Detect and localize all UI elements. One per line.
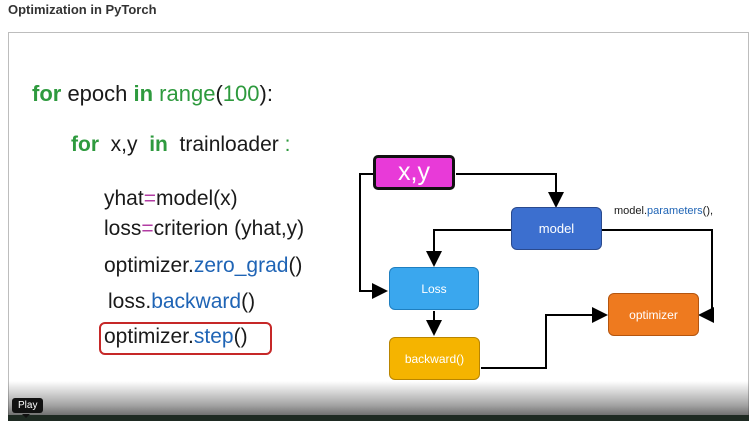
page-title: Optimization in PyTorch bbox=[8, 2, 157, 17]
node-backward-label: backward() bbox=[404, 351, 465, 366]
code-range-fn: range bbox=[153, 81, 216, 106]
step-highlight-box bbox=[99, 322, 272, 355]
diagram-arrows bbox=[359, 173, 714, 369]
code-equals: = bbox=[143, 187, 156, 210]
code-vars-xy: x,y bbox=[99, 133, 150, 156]
code-paren: () bbox=[233, 325, 248, 348]
node-xy-label: x,y bbox=[398, 158, 430, 186]
code-close-paren: ): bbox=[259, 81, 273, 106]
code-criterion-call: criterion (yhat,y) bbox=[153, 217, 305, 240]
video-progress-strip[interactable] bbox=[8, 415, 749, 421]
arrow-backward-to-optimizer bbox=[481, 307, 608, 369]
keyword-for: for bbox=[71, 133, 99, 156]
code-zero-grad-method: zero_grad bbox=[193, 254, 289, 277]
params-paren: (), bbox=[702, 205, 714, 217]
code-colon: : bbox=[284, 133, 291, 156]
code-var-epoch: epoch bbox=[61, 81, 134, 106]
node-optimizer: optimizer bbox=[608, 293, 699, 336]
code-step-method: step bbox=[193, 325, 234, 348]
play-tooltip: Play bbox=[12, 398, 44, 418]
code-line-step: optimizer.step() bbox=[104, 325, 248, 349]
code-loss-obj: loss. bbox=[108, 290, 152, 313]
code-model-call: model(x) bbox=[155, 187, 238, 210]
code-optimizer-obj: optimizer. bbox=[104, 325, 194, 348]
node-xy: x,y bbox=[373, 155, 455, 190]
node-loss-label: Loss bbox=[421, 281, 447, 296]
arrow-model-to-loss bbox=[426, 229, 511, 267]
keyword-in: in bbox=[149, 133, 168, 156]
code-line-backward: loss.backward() bbox=[108, 290, 255, 314]
code-loss: loss bbox=[104, 217, 142, 240]
arrow-xy-to-loss bbox=[359, 173, 388, 299]
code-line-for-epoch: for epoch in range(100): bbox=[32, 81, 273, 107]
code-trainloader: trainloader bbox=[167, 133, 285, 156]
params-label: model.parameters(), bbox=[614, 205, 713, 217]
arrow-xy-to-model bbox=[456, 173, 564, 208]
code-line-loss: loss=criterion (yhat,y) bbox=[104, 217, 304, 241]
arrow-params-to-optimizer bbox=[602, 229, 714, 323]
params-obj: model. bbox=[614, 205, 648, 217]
code-line-yhat: yhat=model(x) bbox=[104, 187, 238, 211]
node-backward: backward() bbox=[389, 337, 480, 380]
video-player[interactable]: for epoch in range(100): for x,y in trai… bbox=[8, 32, 749, 421]
params-method: parameters bbox=[647, 205, 703, 217]
code-equals: = bbox=[141, 217, 154, 240]
code-num-100: 100 bbox=[222, 81, 260, 106]
keyword-for: for bbox=[32, 81, 62, 106]
node-model-label: model bbox=[538, 221, 575, 236]
video-controls-bar[interactable] bbox=[8, 381, 749, 421]
code-paren: () bbox=[288, 254, 303, 277]
code-backward-method: backward bbox=[151, 290, 242, 313]
code-line-for-xy: for x,y in trainloader : bbox=[71, 133, 290, 157]
keyword-in: in bbox=[133, 81, 154, 106]
code-line-zero-grad: optimizer.zero_grad() bbox=[104, 254, 302, 278]
code-yhat: yhat bbox=[104, 187, 144, 210]
code-optimizer-obj: optimizer. bbox=[104, 254, 194, 277]
node-model: model bbox=[511, 207, 602, 250]
code-paren: () bbox=[241, 290, 256, 313]
node-loss: Loss bbox=[389, 267, 479, 310]
code-open-paren: ( bbox=[215, 81, 223, 106]
node-optimizer-label: optimizer bbox=[629, 307, 678, 322]
